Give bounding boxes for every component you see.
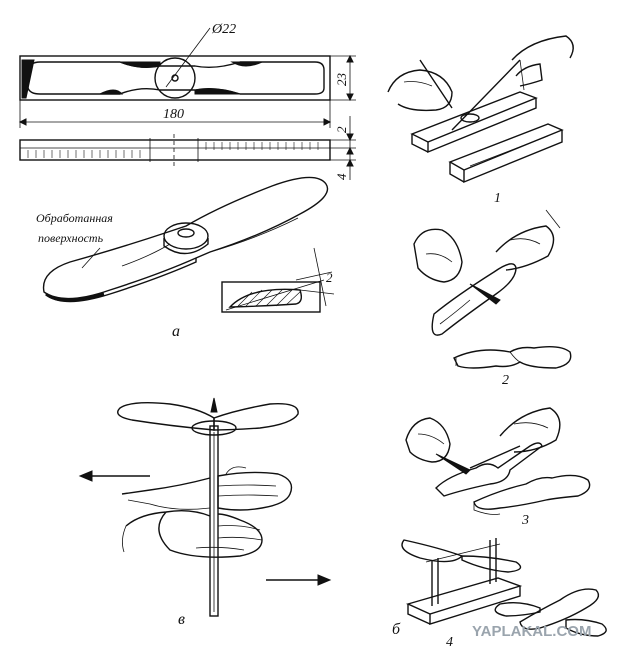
watermark: YAPLAKAL.COM xyxy=(472,623,591,640)
hands xyxy=(121,466,293,558)
step-3-filing: 3 xyxy=(405,407,591,528)
surface-label-line2: поверхность xyxy=(38,231,104,245)
blank-side-view: 2 4 xyxy=(19,116,356,180)
thickness-4-label: 4 xyxy=(334,173,349,180)
diameter-label: Ø22 xyxy=(211,22,236,37)
step-1-label: 1 xyxy=(494,191,501,206)
panel-v-label: в xyxy=(178,611,185,628)
step-2-label: 2 xyxy=(502,373,509,388)
propeller-isometric: Обработанная поверхность xyxy=(36,176,329,303)
arrow-right-icon xyxy=(266,574,332,586)
step-1-marking: 1 xyxy=(387,35,574,206)
step-3-label: 3 xyxy=(521,513,529,528)
length-label: 180 xyxy=(163,107,184,122)
step-2-carving: 2 xyxy=(413,209,572,388)
surface-label-line1: Обработанная xyxy=(36,211,113,225)
thickness-2-label: 2 xyxy=(334,126,349,133)
blade-section-detail: 2 xyxy=(221,247,335,313)
panel-a: Ø22 23 180 xyxy=(18,22,356,340)
panel-v: в xyxy=(78,397,332,628)
panel-b-label: б xyxy=(392,621,401,638)
height-label: 23 xyxy=(334,73,349,87)
panel-b: 1 2 3 xyxy=(387,35,607,650)
section-angle-label: 2 xyxy=(326,270,333,285)
length-dimension: 180 xyxy=(18,100,332,128)
height-dimension: 23 xyxy=(330,54,356,102)
arrow-left-icon xyxy=(78,470,150,482)
panel-a-label: а xyxy=(172,323,180,340)
flying-propeller xyxy=(117,397,299,617)
step-4-balancing: 4 xyxy=(401,538,607,650)
blank-top-view: Ø22 xyxy=(19,22,331,101)
step-4-label: 4 xyxy=(446,635,453,650)
